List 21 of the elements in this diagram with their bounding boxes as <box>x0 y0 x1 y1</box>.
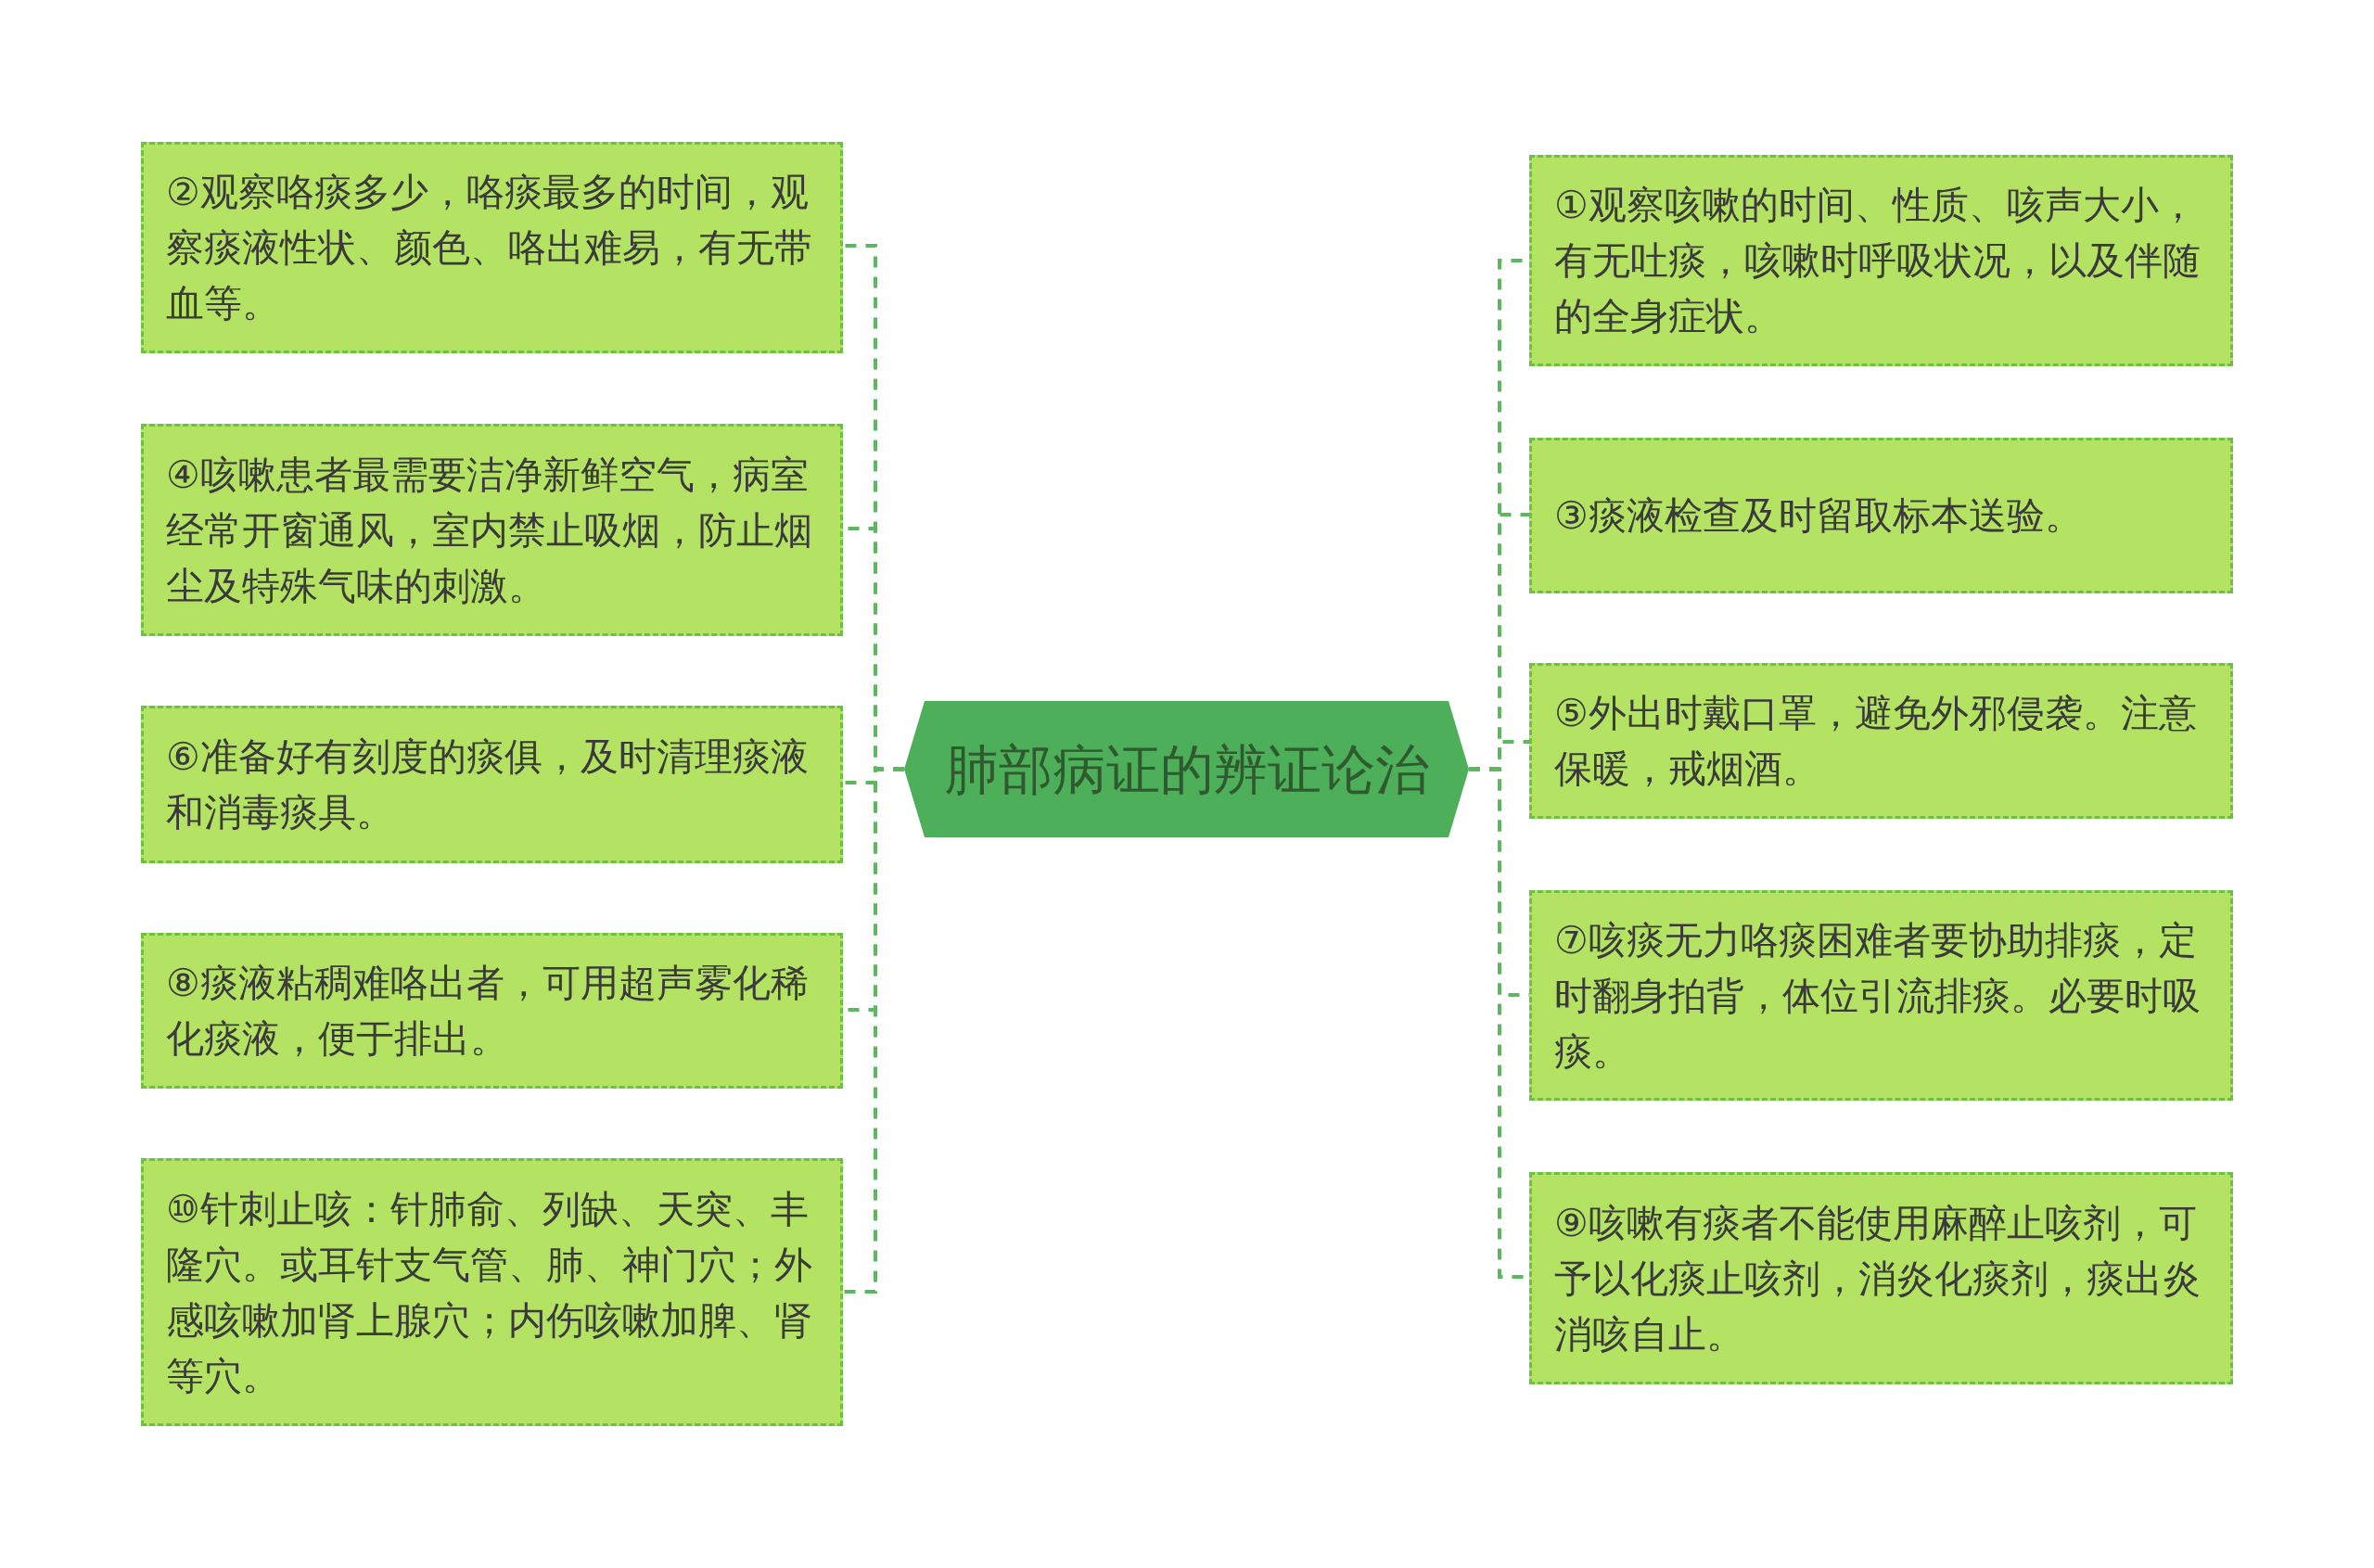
note-box <box>141 933 843 1089</box>
note-text: ④咳嗽患者最需要洁净新鲜空气，病室经常开窗通风，室内禁止吸烟，防止烟尘及特殊气味的刺激。 <box>166 451 813 610</box>
note-box <box>1529 1172 2233 1384</box>
note-text: ②观察咯痰多少，咯痰最多的时间，观察痰液性状、颜色、咯出难易，有无带血等。 <box>166 169 813 327</box>
note-box <box>1529 890 2233 1101</box>
note-text: ⑩针刺止咳：针肺俞、列缺、天突、丰隆穴。或耳针支气管、肺、神门穴；外感咳嗽加肾上腺穴；内伤咳嗽加脾、肾等穴。 <box>166 1185 813 1400</box>
note-text: ⑦咳痰无力咯痰困难者要协助排痰，定时翻身拍背，体位引流排痰。必要时吸痰。 <box>1554 916 2202 1076</box>
note-box <box>141 424 843 636</box>
note-box <box>1529 663 2233 819</box>
note-box <box>1529 155 2233 366</box>
note-text: ⑥准备好有刻度的痰俱，及时清理痰液和消毒痰具。 <box>166 733 810 836</box>
note-box <box>141 1158 843 1426</box>
note-text: ③痰液检查及时留取标本送验。 <box>1554 492 2083 540</box>
note-text: ⑧痰液粘稠难咯出者，可用超声雾化稀化痰液，便于排出。 <box>166 960 810 1063</box>
note-box <box>1529 438 2233 593</box>
note-box <box>141 142 843 353</box>
central-topic: 肺部病证的辨证论治 <box>944 736 1429 802</box>
note-box <box>141 706 843 863</box>
note-text: ①观察咳嗽的时间、性质、咳声大小，有无吐痰，咳嗽时呼吸状况，以及伴随的全身症状。 <box>1554 182 2202 340</box>
note-text: ⑤外出时戴口罩，避免外邪侵袭。注意保暖，戒烟酒。 <box>1554 690 2198 793</box>
note-text: ⑨咳嗽有痰者不能使用麻醉止咳剂，可予以化痰止咳剂，消炎化痰剂，痰出炎消咳自止。 <box>1554 1199 2202 1358</box>
